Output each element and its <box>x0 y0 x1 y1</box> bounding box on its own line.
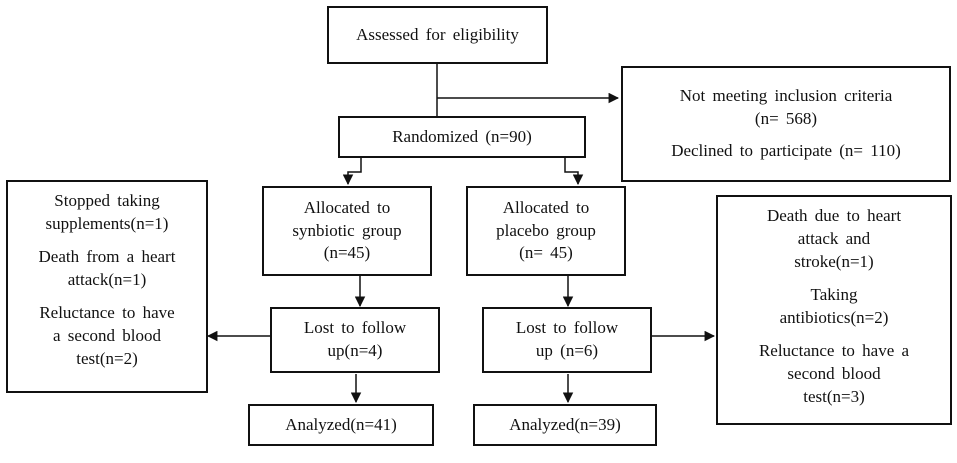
synbiotic-allocated-line1: Allocated to <box>303 197 391 217</box>
placebo-allocation-box: Allocated to placebo group (n= 45) <box>466 186 626 276</box>
placebo-reasons-box: Death due to heart attack and stroke(n=1… <box>716 195 952 425</box>
placebo-lost-line1: Lost to follow <box>515 318 619 338</box>
assessed-label: Assessed for eligibility <box>356 24 519 44</box>
excluded-box: Not meeting inclusion criteria (n= 568) … <box>621 66 951 182</box>
placebo-reason-antibiotics-line2: antibiotics(n=2) <box>779 307 889 327</box>
not-meeting-criteria-label: Not meeting inclusion criteria <box>679 85 893 105</box>
synbiotic-reason-death-line2: attack(n=1) <box>67 269 147 289</box>
randomized-label: Randomized (n=90) <box>392 126 532 146</box>
synbiotic-lost-box: Lost to follow up(n=4) <box>270 307 440 373</box>
placebo-allocated-count: (n= 45) <box>519 243 573 263</box>
synbiotic-lost-line1: Lost to follow <box>303 318 407 338</box>
synbiotic-allocation-box: Allocated to synbiotic group (n=45) <box>262 186 432 276</box>
declined-label: Declined to participate (n= 110) <box>671 141 901 161</box>
randomized-box: Randomized (n=90) <box>338 116 586 158</box>
placebo-reason-death-line1: Death due to heart <box>766 206 902 225</box>
synbiotic-reason-reluctance-line2: a second blood <box>53 325 161 345</box>
synbiotic-reason-death-line1: Death from a heart <box>38 246 176 266</box>
placebo-reason-reluctance-line3: test(n=3) <box>803 386 865 406</box>
synbiotic-reason-stopped-line2: supplements(n=1) <box>45 213 169 233</box>
synbiotic-reason-stopped-line1: Stopped taking <box>54 191 160 210</box>
synbiotic-reason-reluctance-line1: Reluctance to have <box>39 302 175 322</box>
placebo-allocated-line1: Allocated to <box>502 197 590 217</box>
synbiotic-analyzed-box: Analyzed(n=41) <box>248 404 434 446</box>
placebo-reason-death-line2: attack and <box>797 228 871 248</box>
placebo-reason-reluctance-line1: Reluctance to have a <box>758 340 910 360</box>
synbiotic-analyzed-label: Analyzed(n=41) <box>285 414 397 434</box>
synbiotic-reason-reluctance-line3: test(n=2) <box>76 348 138 368</box>
not-meeting-criteria-count: (n= 568) <box>754 108 818 128</box>
assessed-box: Assessed for eligibility <box>327 6 548 64</box>
synbiotic-reasons-box: Stopped taking supplements(n=1) Death fr… <box>6 180 208 393</box>
placebo-reason-reluctance-line2: second blood <box>787 363 881 383</box>
placebo-lost-box: Lost to follow up (n=6) <box>482 307 652 373</box>
placebo-allocated-line2: placebo group <box>496 220 596 240</box>
synbiotic-lost-line2: up(n=4) <box>327 341 383 360</box>
placebo-lost-line2: up (n=6) <box>535 341 599 360</box>
synbiotic-allocated-line2: synbiotic group <box>292 220 402 240</box>
placebo-reason-death-line3: stroke(n=1) <box>794 251 874 271</box>
placebo-reason-antibiotics-line1: Taking <box>810 284 858 304</box>
randomized-to-synbiotic-arrow <box>342 158 362 186</box>
placebo-analyzed-box: Analyzed(n=39) <box>473 404 657 446</box>
randomized-to-placebo-arrow <box>564 158 584 186</box>
synbiotic-allocated-count: (n=45) <box>323 243 371 263</box>
placebo-analyzed-label: Analyzed(n=39) <box>509 414 621 434</box>
